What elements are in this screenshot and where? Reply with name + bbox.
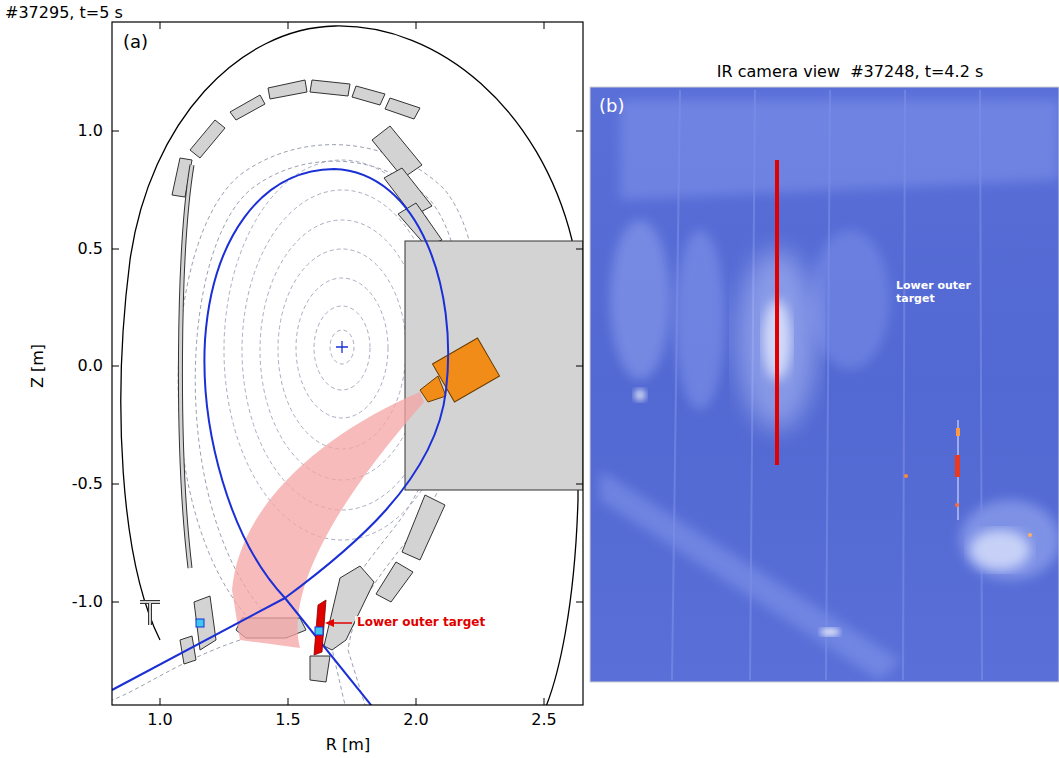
panel-title: #37295, t=5 s — [5, 4, 123, 22]
axis-label: R [m] — [326, 736, 370, 754]
tick-label: -1.0 — [72, 593, 103, 611]
panel-letter: (b) — [599, 96, 624, 117]
panel-title: IR camera view #37248, t=4.2 s — [717, 63, 983, 81]
target-label: Lower outer target — [896, 280, 976, 305]
tokamak-cross-section — [112, 26, 583, 705]
tick-label: 1.0 — [78, 122, 103, 140]
tick-label: 0.5 — [78, 240, 103, 258]
ir-camera-image — [590, 87, 1059, 682]
target-label: Lower outer target — [355, 616, 487, 630]
panel-letter: (a) — [123, 32, 148, 53]
tick-label: 1.5 — [275, 711, 300, 729]
tick-label: 2.0 — [403, 711, 428, 729]
tick-label: 1.0 — [147, 711, 172, 729]
tick-label: 0.0 — [78, 357, 103, 375]
tick-label: -0.5 — [72, 475, 103, 493]
tick-label: 2.5 — [531, 711, 556, 729]
axis-label: Z [m] — [29, 344, 47, 388]
